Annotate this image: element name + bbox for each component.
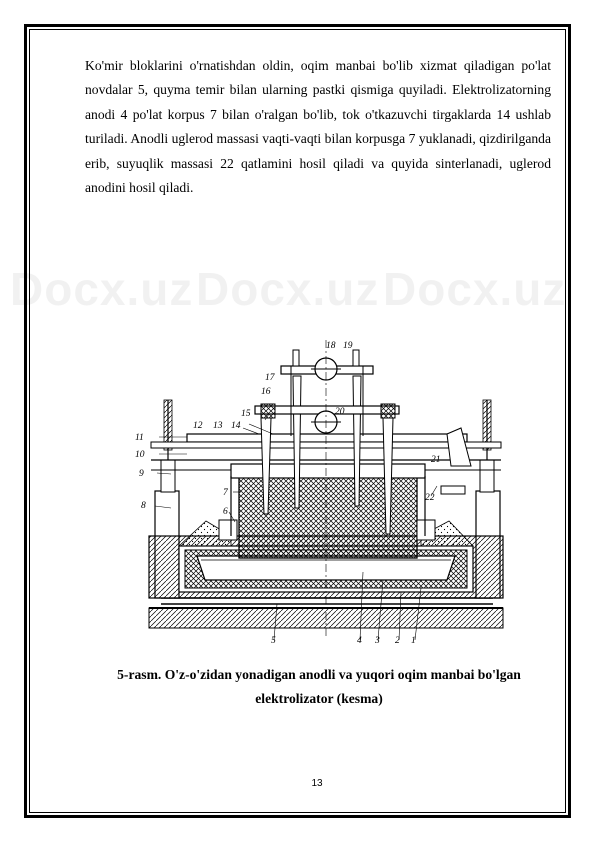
electrolyzer-svg: 11 10 9 8 7 6 12 13 14 15 16 17 18 19 20… xyxy=(135,340,504,646)
label-12: 12 xyxy=(193,421,203,431)
label-7: 7 xyxy=(223,488,229,498)
label-10: 10 xyxy=(135,450,145,460)
label-22: 22 xyxy=(425,493,435,503)
body-text: Ko'mir bloklarini o'rnatishdan oldin, oq… xyxy=(85,58,551,196)
watermark: Docx.uz xyxy=(383,263,567,315)
label-8: 8 xyxy=(141,501,146,511)
label-16: 16 xyxy=(261,387,271,397)
electrolyzer-diagram: 11 10 9 8 7 6 12 13 14 15 16 17 18 19 20… xyxy=(131,336,513,646)
caption-line-1: 5-rasm. O'z-o'zidan yonadigan anodli va … xyxy=(117,667,521,682)
label-9: 9 xyxy=(139,469,144,479)
page-number: 13 xyxy=(311,778,323,789)
page-border-inner xyxy=(29,29,566,813)
page-border-outer xyxy=(24,24,571,818)
watermark: Docx.uz xyxy=(10,263,194,315)
label-2: 2 xyxy=(395,636,400,644)
label-20: 20 xyxy=(335,407,345,417)
figure-caption: 5-rasm. O'z-o'zidan yonadigan anodli va … xyxy=(90,663,548,711)
label-19: 19 xyxy=(343,341,353,351)
label-15: 15 xyxy=(241,409,251,419)
label-5: 5 xyxy=(271,636,276,644)
label-18: 18 xyxy=(326,341,336,351)
label-3: 3 xyxy=(374,636,380,644)
label-17: 17 xyxy=(265,373,276,383)
watermark: Docx.uz xyxy=(196,263,380,315)
label-4: 4 xyxy=(357,636,362,644)
label-11: 11 xyxy=(135,433,144,443)
caption-line-2: elektrolizator (kesma) xyxy=(255,691,383,706)
label-21: 21 xyxy=(431,455,441,465)
label-14: 14 xyxy=(231,421,241,431)
label-13: 13 xyxy=(213,421,223,431)
label-6: 6 xyxy=(223,507,228,517)
label-1: 1 xyxy=(411,636,416,644)
body-paragraph: Ko'mir bloklarini o'rnatishdan oldin, oq… xyxy=(85,54,551,200)
